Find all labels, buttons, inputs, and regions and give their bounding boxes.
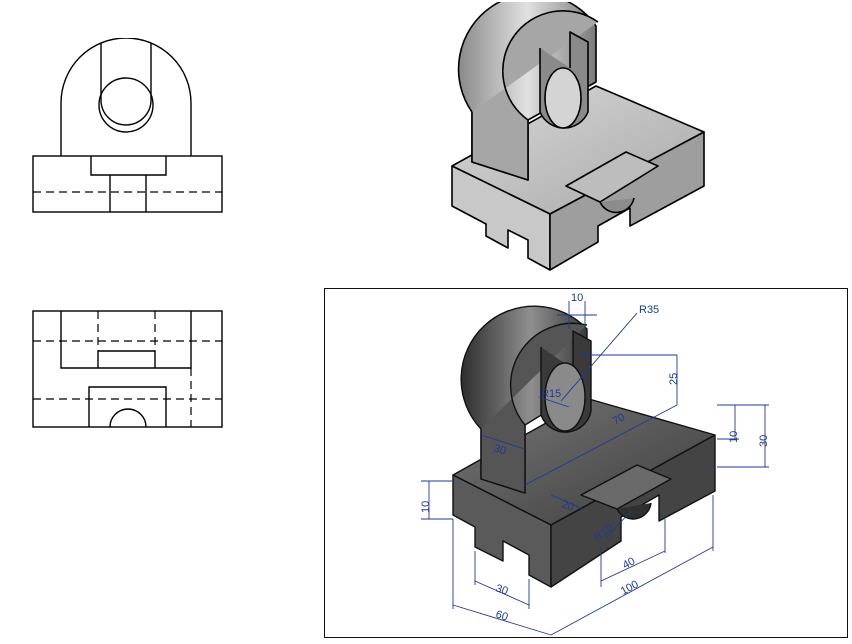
isometric-view bbox=[448, 2, 708, 278]
dim-r15: R15 bbox=[541, 388, 561, 400]
dim-10-top: 10 bbox=[571, 292, 583, 304]
dim-10-left: 10 bbox=[420, 501, 432, 513]
top-view-drawing bbox=[32, 310, 223, 428]
dim-30-bottom: 30 bbox=[494, 582, 509, 597]
front-view bbox=[30, 38, 226, 218]
dim-30-left: 30 bbox=[492, 442, 507, 457]
dim-100: 100 bbox=[619, 578, 641, 597]
dim-r35: R35 bbox=[639, 304, 659, 316]
front-view-drawing bbox=[32, 38, 223, 213]
dim-30-right: 30 bbox=[758, 435, 770, 447]
isometric-drawing bbox=[451, 2, 705, 271]
dim-60: 60 bbox=[494, 608, 509, 623]
dimensioned-isometric-drawing: 10 R35 R15 25 70 30 10 30 20 10 R10 40 1… bbox=[420, 292, 770, 636]
dim-70: 70 bbox=[611, 411, 627, 427]
dimensioned-view-frame: 10 R35 R15 25 70 30 10 30 20 10 R10 40 1… bbox=[324, 288, 848, 638]
dim-40: 40 bbox=[621, 555, 637, 571]
dim-10-right: 10 bbox=[728, 431, 740, 443]
dim-20: 20 bbox=[560, 498, 575, 513]
dim-25: 25 bbox=[668, 373, 680, 385]
top-view bbox=[30, 308, 226, 430]
